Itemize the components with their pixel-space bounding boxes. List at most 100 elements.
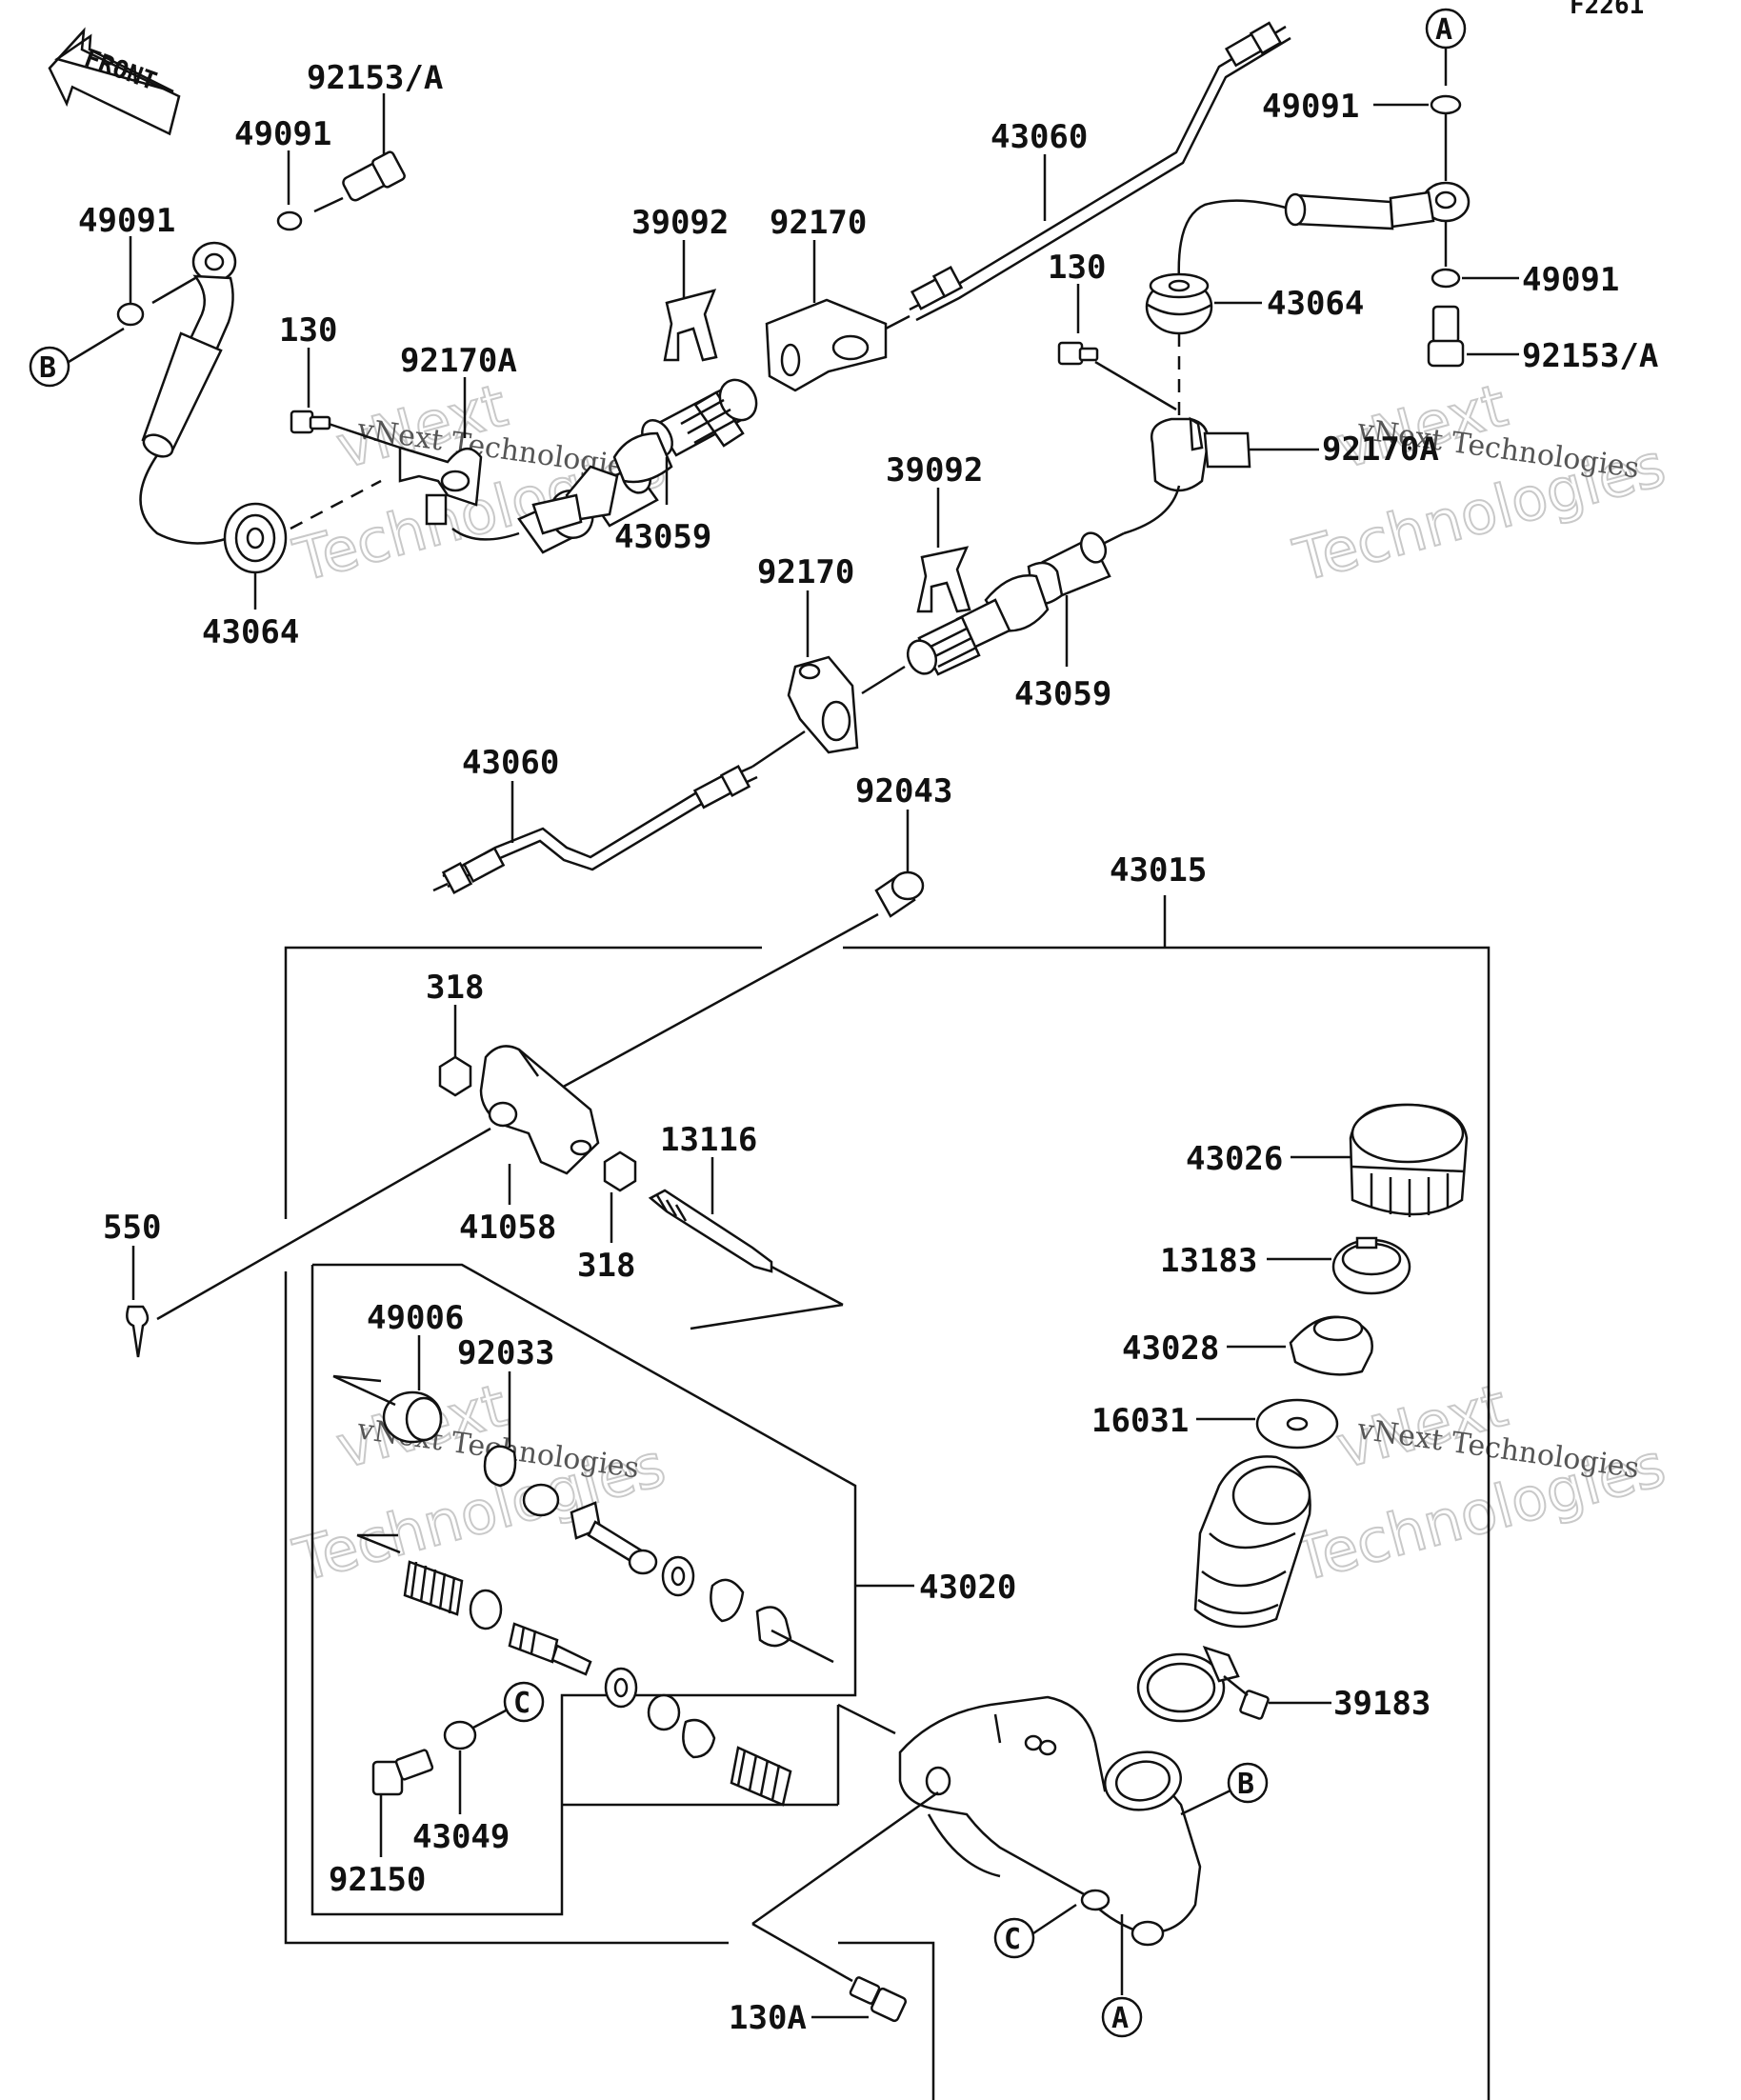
brake-pipe-icon: [909, 21, 1291, 322]
callout-a-icon: [1101, 1996, 1143, 2038]
label-43020: 43020: [919, 1569, 1016, 1607]
label-43026: 43026: [1186, 1140, 1283, 1178]
watermark-left-bottom: vNext Technologies vNext Technologies: [286, 1370, 673, 1596]
grommet-icon: [223, 502, 288, 574]
label-92150: 92150: [329, 1861, 426, 1899]
label-92170a-right: 92170A: [1322, 430, 1439, 469]
bolt-icon: [849, 1976, 908, 2023]
diaphragm-icon: [1289, 1315, 1373, 1376]
washer-icon: [116, 302, 145, 327]
label-43015: 43015: [1110, 851, 1207, 890]
lower-slave-cylinder-group: 39092 43059 92170 43060: [432, 451, 1125, 894]
label-43059-mid: 43059: [1014, 675, 1111, 713]
bolt-icon: [1057, 341, 1099, 366]
right-hose-group: A 49091 49091 92153/A 43064: [1048, 8, 1658, 535]
banjo-bolt-icon: [342, 150, 406, 202]
label-41058: 41058: [459, 1209, 556, 1247]
label-92170-mid: 92170: [757, 553, 854, 591]
upper-slave-cylinder-group: 39092 92170 43059 43060: [531, 21, 1291, 556]
clevis-pin-icon: [874, 870, 925, 918]
retainer-icon: [755, 1606, 792, 1648]
reservoir-cap-icon: [1349, 1103, 1469, 1217]
callout-c-left: C: [513, 1687, 530, 1720]
callout-a-bottom: A: [1111, 2002, 1129, 2035]
circlip-icon: [710, 1578, 745, 1623]
label-92153a-right: 92153/A: [1522, 337, 1658, 375]
mounting-bracket-icon: [787, 655, 859, 754]
label-49006: 49006: [367, 1299, 464, 1337]
cup-seal-icon: [469, 1589, 503, 1630]
label-43064-left: 43064: [202, 613, 299, 651]
mounting-bracket-icon: [765, 298, 888, 392]
hose-clamp-icon: [1136, 1645, 1270, 1723]
label-92170-top: 92170: [770, 204, 867, 242]
master-cylinder-body-icon: [898, 1695, 1202, 1947]
callout-c-right: C: [1004, 1923, 1021, 1956]
label-92033: 92033: [457, 1334, 554, 1372]
washer-icon: [276, 210, 303, 231]
gasket-icon: [1255, 1398, 1339, 1450]
callout-b-icon: [29, 346, 70, 388]
callout-b-right: B: [1237, 1768, 1254, 1801]
dust-boot-icon: [382, 1390, 443, 1444]
label-550: 550: [103, 1209, 161, 1247]
retaining-clip-icon: [916, 546, 971, 613]
label-318-b: 318: [577, 1247, 635, 1285]
spring-icon: [403, 1560, 464, 1616]
label-16031: 16031: [1091, 1402, 1189, 1440]
clamp-bracket-icon: [398, 446, 483, 526]
label-43049: 43049: [412, 1818, 510, 1856]
label-92153a-top: 92153/A: [307, 59, 443, 97]
circlip-icon: [682, 1718, 716, 1759]
label-49091-right-top: 49091: [1262, 88, 1359, 126]
callout-b-icon: [1227, 1762, 1269, 1804]
label-43028: 43028: [1122, 1330, 1219, 1368]
label-39092-top: 39092: [631, 204, 729, 242]
reservoir-body-icon: [1193, 1455, 1311, 1629]
watermark-right-top: vNext Technologies vNext Technologies: [1286, 370, 1673, 596]
spring-icon: [730, 1746, 792, 1807]
brake-pipe-icon: [432, 765, 758, 894]
union-bolt-icon: [371, 1749, 434, 1796]
piston-icon: [508, 1622, 592, 1676]
slave-cylinder-icon: [531, 378, 758, 535]
washer-icon: [522, 1483, 560, 1517]
label-49091-a: 49091: [234, 115, 331, 153]
banjo-bolt-icon: [1427, 305, 1465, 368]
washer-icon: [443, 1720, 477, 1750]
label-130-right: 130: [1048, 249, 1106, 287]
clamp-bracket-icon: [1150, 416, 1251, 492]
label-13116: 13116: [660, 1121, 757, 1159]
callout-a-top: A: [1435, 13, 1452, 47]
label-43060-top: 43060: [991, 118, 1088, 156]
label-130-left: 130: [279, 311, 337, 350]
master-cylinder-group: 92043 43015 318 41058 318 13116: [103, 772, 1491, 2100]
nut-icon: [438, 1055, 472, 1097]
piston-icon: [570, 1501, 658, 1575]
bolt-icon: [290, 410, 331, 434]
pushrod-icon: [648, 1189, 773, 1273]
label-49091-right-bot: 49091: [1522, 261, 1619, 299]
hose-end-icon: [1291, 193, 1394, 230]
label-92170a-left: 92170A: [400, 342, 517, 380]
cotter-pin-icon: [126, 1305, 150, 1358]
washer-icon: [647, 1693, 681, 1731]
callout-c-icon: [503, 1681, 545, 1723]
label-318-a: 318: [426, 969, 484, 1007]
label-43059-top: 43059: [614, 518, 711, 556]
nut-icon: [603, 1150, 637, 1192]
label-49091-b: 49091: [78, 202, 175, 240]
label-130a: 130A: [729, 1999, 807, 2037]
circlip-icon: [483, 1445, 517, 1488]
front-arrow-icon: FRONT: [48, 27, 181, 136]
grommet-icon: [1145, 272, 1213, 335]
callout-c-icon: [993, 1917, 1035, 1959]
slave-cylinder-icon: [906, 531, 1111, 676]
retaining-clip-icon: [663, 289, 718, 362]
diaphragm-plate-icon: [1331, 1236, 1411, 1295]
washer-icon: [1430, 94, 1462, 115]
label-43064-right: 43064: [1267, 285, 1364, 323]
label-13183: 13183: [1160, 1242, 1257, 1280]
